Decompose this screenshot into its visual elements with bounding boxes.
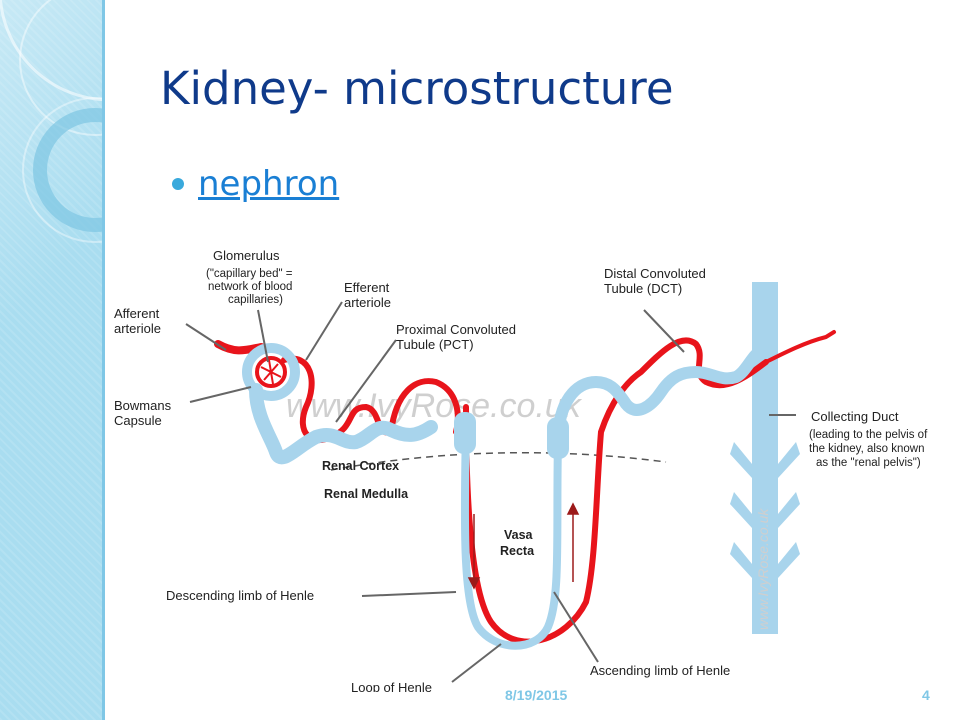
bullet-item: nephron [172,164,339,204]
sidebar-edge [102,0,105,720]
label-renal-medulla: Renal Medulla [324,487,409,501]
label-glomerulus-desc-2: network of blood [208,281,292,293]
label-ascending-limb: Ascending limb of Henle [590,663,730,678]
slide-title: Kidney- microstructure [160,62,674,115]
label-collecting-desc-3: as the "renal pelvis") [816,457,921,469]
cortex-medulla-boundary [330,451,667,471]
tubule-bulbs [454,412,569,459]
label-descending-limb: Descending limb of Henle [166,588,314,603]
label-collecting-desc-2: the kidney, also known [809,443,925,455]
label-pct-1: Proximal Convoluted [396,322,516,337]
label-afferent-2: arteriole [114,321,161,336]
footer-page-number: 4 [922,687,930,703]
nephron-tubule [249,344,767,650]
label-bowmans-1: Bowmans [114,398,172,413]
label-glomerulus-desc-3: capillaries) [228,294,283,306]
sidebar-circles-decoration [0,0,105,243]
collecting-duct-shape [730,282,800,634]
label-recta: Recta [500,544,535,558]
label-dct-1: Distal Convoluted [604,266,706,281]
label-bowmans-2: Capsule [114,413,162,428]
label-pct-2: Tubule (PCT) [396,337,474,352]
label-glomerulus-desc-1: ("capillary bed" = [206,268,293,280]
nephron-link[interactable]: nephron [198,164,340,204]
label-renal-cortex: Renal Cortex [322,459,399,473]
footer-date: 8/19/2015 [505,687,568,703]
label-loop-of-henle: Loop of Henle [351,680,432,692]
watermark-text: www.IvyRose.co.uk [286,387,583,425]
label-collecting-desc-1: (leading to the pelvis of [809,429,928,441]
vasa-recta-arrows [467,502,580,590]
label-dct-2: Tubule (DCT) [604,281,682,296]
label-glomerulus: Glomerulus [213,248,280,263]
bullet-dot-icon [172,178,184,190]
label-afferent-1: Afferent [114,306,160,321]
label-efferent-2: arteriole [344,295,391,310]
decorative-sidebar [0,0,105,720]
label-efferent-1: Efferent [344,280,390,295]
nephron-diagram: www.IvyRose.co.uk www.IvyRose.co.uk [114,248,928,692]
watermark-vertical: www.IvyRose.co.uk [755,508,771,630]
bowmans-capsule-shape [242,343,300,401]
leader-lines [185,301,796,683]
label-collecting-duct: Collecting Duct [811,409,899,424]
label-vasa: Vasa [504,528,534,542]
